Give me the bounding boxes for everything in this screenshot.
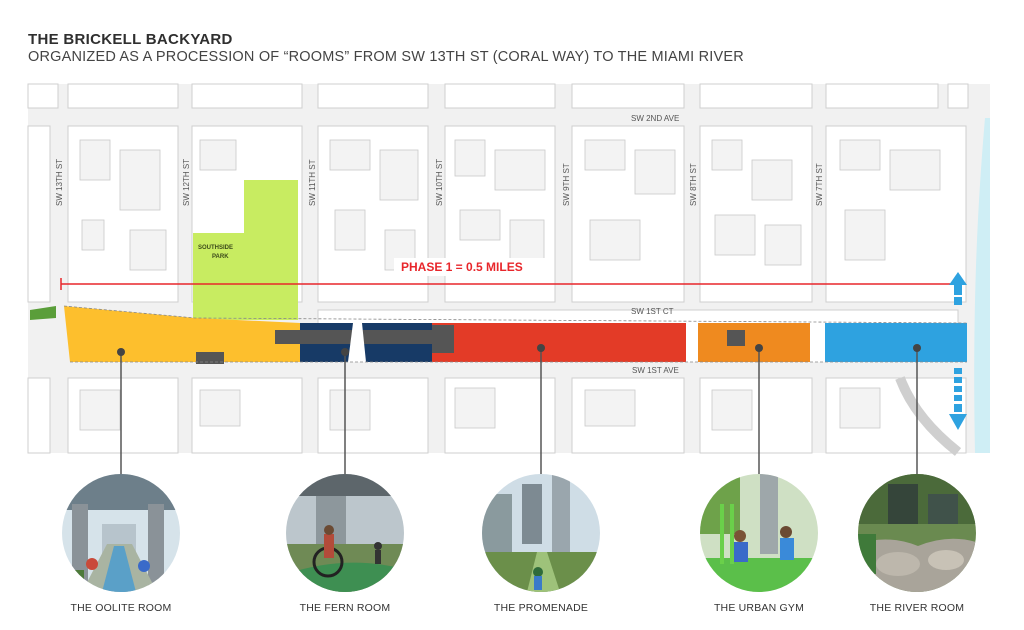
- arrow-up-icon: [949, 272, 967, 305]
- oolite-room-photo: [62, 474, 180, 592]
- oolite-room-caption: THE OOLITE ROOM: [70, 602, 172, 614]
- street-sw7: SW 7TH ST: [815, 163, 824, 206]
- miami-river: [974, 118, 990, 453]
- fern-room-illustration: [286, 474, 404, 592]
- green-strip: [30, 306, 56, 320]
- building-footprints: [79, 139, 941, 431]
- street-sw13: SW 13TH ST: [55, 159, 64, 206]
- room-markers: [117, 344, 921, 356]
- street-sw9: SW 9TH ST: [562, 163, 571, 206]
- oolite-room-illustration: [62, 474, 180, 592]
- river-room-zone: [825, 323, 967, 362]
- river-room-illustration: [858, 474, 976, 592]
- promenade-photo: [482, 474, 600, 592]
- street-sw11: SW 11TH ST: [308, 159, 317, 206]
- arrow-down-icon: [949, 368, 967, 430]
- street-sw8: SW 8TH ST: [689, 163, 698, 206]
- phase-label: PHASE 1 = 0.5 MILES: [401, 260, 523, 274]
- phase-label-bg: [394, 258, 554, 276]
- page-subtitle: ORGANIZED AS A PROCESSION OF “ROOMS” FRO…: [28, 49, 744, 65]
- river-room-caption: THE RIVER ROOM: [869, 602, 965, 614]
- promenade-caption: THE PROMENADE: [493, 602, 589, 614]
- curved-road: [895, 376, 962, 456]
- promenade-zone: [432, 323, 686, 362]
- fern-break: [348, 323, 366, 362]
- urban-gym-caption: THE URBAN GYM: [713, 602, 805, 614]
- gym-gap: [686, 323, 698, 362]
- fern-room-photo: [286, 474, 404, 592]
- river-gap: [810, 323, 825, 362]
- street-sw1ave: SW 1ST AVE: [632, 366, 679, 375]
- park-label-line2: PARK: [212, 254, 229, 260]
- urban-gym-illustration: [700, 474, 818, 592]
- room-connectors: [120, 348, 918, 474]
- page-title: THE BRICKELL BACKYARD: [28, 31, 233, 48]
- corridor-outline-top: [63, 305, 968, 324]
- river-room-photo: [858, 474, 976, 592]
- urban-gym-photo: [700, 474, 818, 592]
- street-sw1ct: SW 1ST CT: [631, 307, 674, 316]
- oolite-room-zone: [64, 306, 300, 362]
- promenade-illustration: [482, 474, 600, 592]
- fern-room-caption: THE FERN ROOM: [299, 602, 391, 614]
- street-sw12: SW 12TH ST: [182, 159, 191, 206]
- southside-park: [193, 180, 298, 320]
- street-sw2ave: SW 2ND AVE: [631, 114, 679, 123]
- street-sw10: SW 10TH ST: [435, 159, 444, 206]
- park-label-line1: SOUTHSIDE: [198, 245, 233, 251]
- urban-gym-zone: [698, 323, 810, 362]
